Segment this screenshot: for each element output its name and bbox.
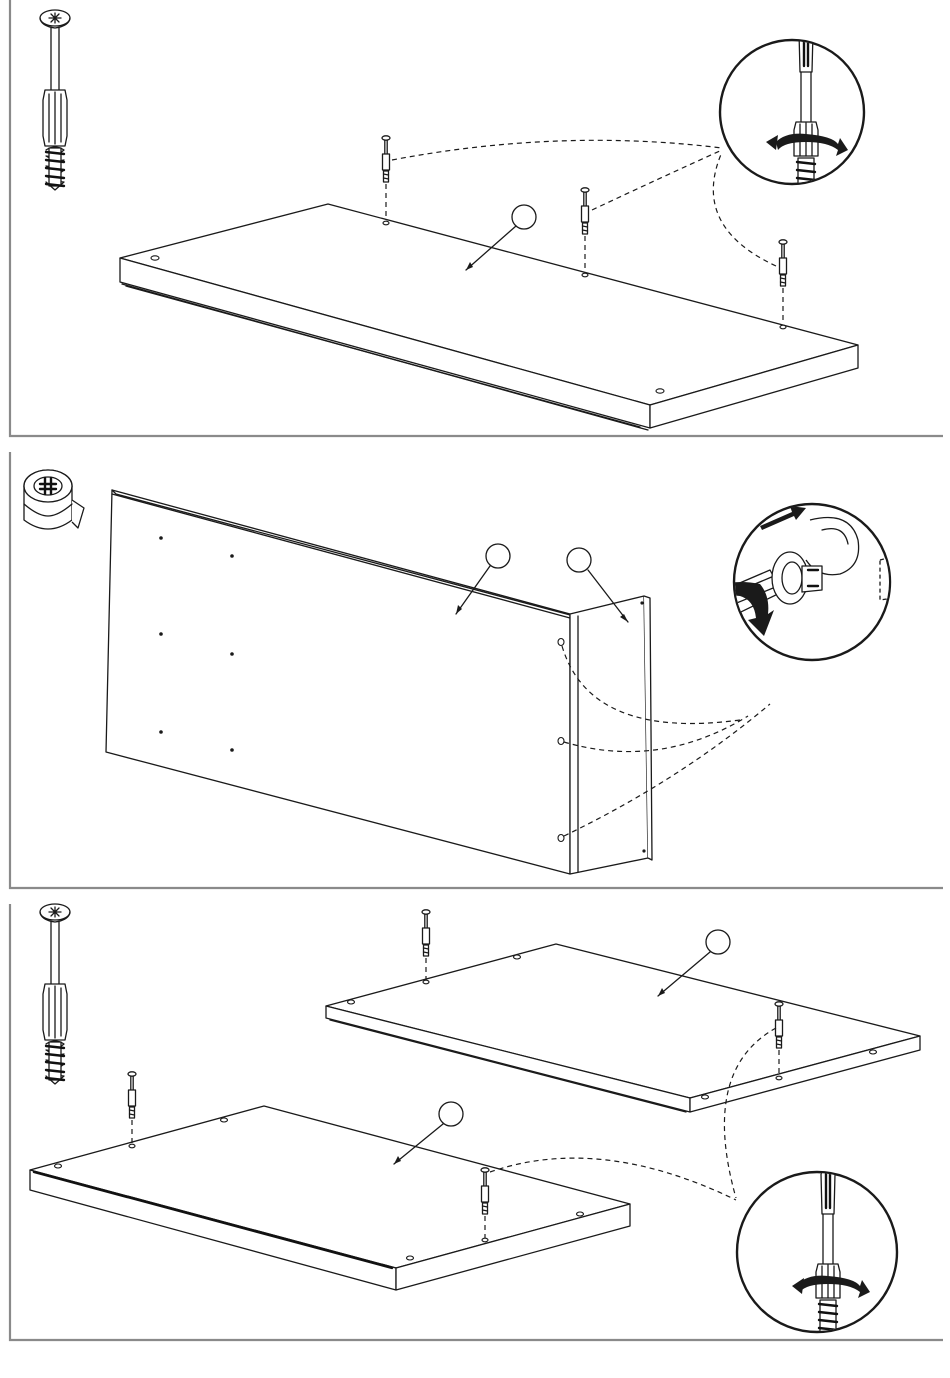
cam-bolt-small	[382, 136, 390, 182]
step-3-panel	[10, 904, 943, 1340]
cam-bolt-small	[422, 910, 430, 956]
cam-bolt-small	[779, 240, 787, 286]
shelf-board	[120, 204, 858, 430]
screwdriver-detail	[720, 20, 864, 198]
cam-bolt-icon	[40, 904, 70, 1084]
cam-lock-icon	[24, 470, 84, 529]
step-2-panel	[10, 452, 943, 888]
screwdriver-detail	[737, 1162, 897, 1340]
side-panel	[558, 596, 652, 874]
cam-lock-detail	[700, 490, 920, 680]
cam-bolt-small	[581, 188, 589, 234]
cam-bolt-icon	[40, 10, 70, 190]
step-1-panel	[10, 0, 943, 436]
cam-bolt-small	[128, 1072, 136, 1118]
top-board	[326, 944, 920, 1112]
bottom-board	[30, 1106, 630, 1290]
